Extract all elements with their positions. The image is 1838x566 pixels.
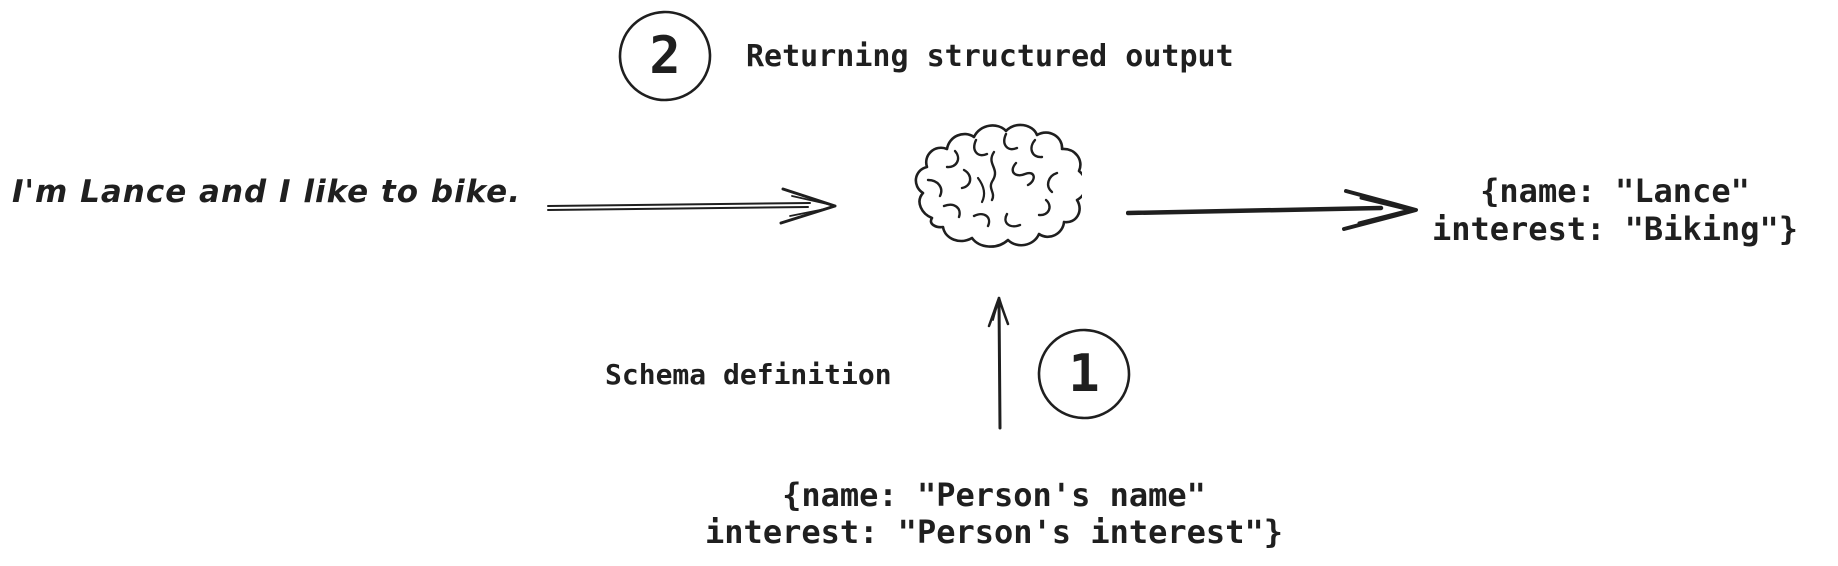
step-1-badge: 1 <box>1036 327 1132 421</box>
brain-icon <box>914 123 1082 248</box>
schema-line-1: {name: "Person's name" <box>782 476 1206 514</box>
input-arrow-icon <box>547 187 837 225</box>
user-input-text: I'm Lance and I like to bike. <box>12 174 521 210</box>
schema-line-2: interest: "Person's interest"} <box>705 513 1283 551</box>
diagram-title: Returning structured output <box>746 39 1234 74</box>
step-1-number: 1 <box>1068 344 1100 404</box>
output-line-1: {name: "Lance" <box>1480 172 1750 210</box>
output-arrow-icon <box>1126 189 1418 231</box>
circle-outline-icon <box>1037 328 1131 420</box>
schema-definition-text: {name: "Person's name" interest: "Person… <box>658 477 1330 551</box>
circle-outline-icon <box>618 10 712 102</box>
structured-output-text: {name: "Lance" interest: "Biking"} <box>1400 172 1830 248</box>
output-line-2: interest: "Biking"} <box>1431 210 1799 248</box>
schema-arrow-icon <box>987 296 1010 430</box>
step-2-badge: 2 <box>617 9 713 103</box>
schema-definition-label: Schema definition <box>605 358 892 391</box>
step-2-number: 2 <box>649 26 681 86</box>
